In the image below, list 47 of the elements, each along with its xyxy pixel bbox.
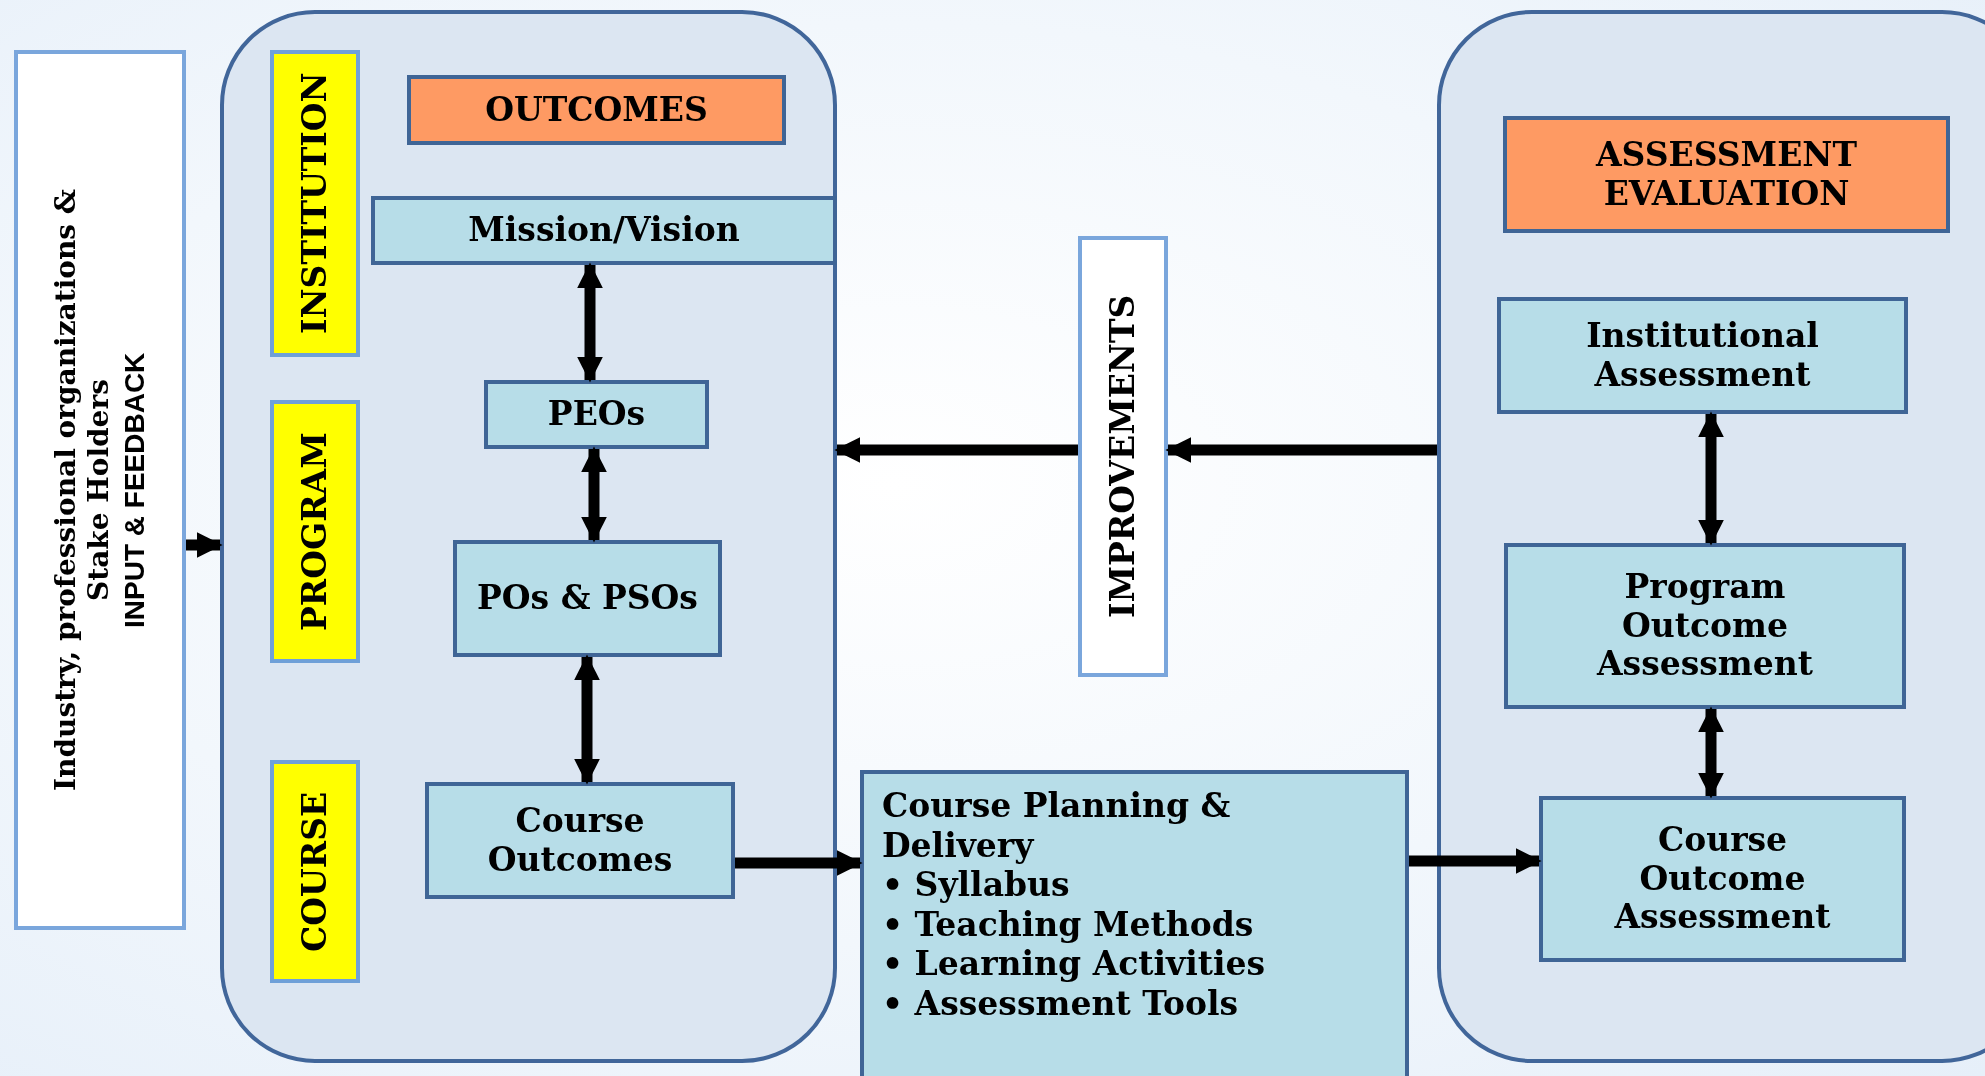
- process-box: [1504, 543, 1906, 709]
- level-label-box: [270, 760, 360, 983]
- box-label: Course Outcomes: [486, 801, 674, 880]
- process-box: [1078, 236, 1168, 677]
- arrow: [577, 262, 603, 383]
- arrow: [1409, 848, 1542, 874]
- heading-box: [407, 75, 786, 145]
- heading-box: [1503, 116, 1950, 233]
- box-label: INSTITUTION: [295, 72, 335, 335]
- box-label: Institutional Assessment: [1585, 316, 1820, 395]
- level-label-box: [270, 50, 360, 357]
- box-label: Program Outcome Assessment: [1595, 567, 1815, 685]
- box-label: INPUT & FEEDBACK: [117, 352, 151, 628]
- arrow: [1165, 437, 1437, 463]
- box-label: PROGRAM: [295, 432, 335, 631]
- bullet-item: • Teaching Methods: [882, 904, 1254, 945]
- box-label: OUTCOMES: [485, 90, 708, 130]
- arrow: [581, 446, 607, 543]
- arrow: [1698, 706, 1724, 799]
- box-label: IMPROVEMENTS: [1103, 294, 1143, 619]
- panel-background: [220, 10, 837, 1063]
- bullet-item: • Syllabus: [882, 865, 1070, 905]
- box-label: Industry, professional organizations & Stake Holders: [49, 187, 116, 794]
- bullet-item: • Assessment Tools: [882, 983, 1239, 1024]
- arrow: [834, 437, 1078, 463]
- arrow: [735, 850, 863, 876]
- process-box: [860, 770, 1409, 1076]
- level-label-box: [270, 400, 360, 663]
- arrow: [1698, 411, 1724, 546]
- box-label: Mission/Vision: [468, 211, 740, 250]
- box-label: PEOs: [547, 395, 646, 434]
- process-box: [425, 782, 735, 899]
- process-box: [14, 50, 186, 930]
- box-label: COURSE: [295, 791, 335, 952]
- process-box: [371, 196, 837, 265]
- box-heading: Course Planning & Delivery: [882, 786, 1232, 866]
- process-box: [484, 380, 709, 449]
- box-label: ASSESSMENT EVALUATION: [1594, 135, 1858, 214]
- arrow: [186, 532, 223, 558]
- box-label: Course Outcome Assessment: [1613, 820, 1832, 938]
- bullet-item: • Learning Activities: [882, 944, 1266, 984]
- arrow: [574, 654, 600, 785]
- box-label: POs & PSOs: [477, 579, 698, 618]
- process-box: [1539, 796, 1906, 962]
- process-box: [1497, 297, 1908, 414]
- process-box: [453, 540, 722, 657]
- panel-background: [1437, 10, 1985, 1063]
